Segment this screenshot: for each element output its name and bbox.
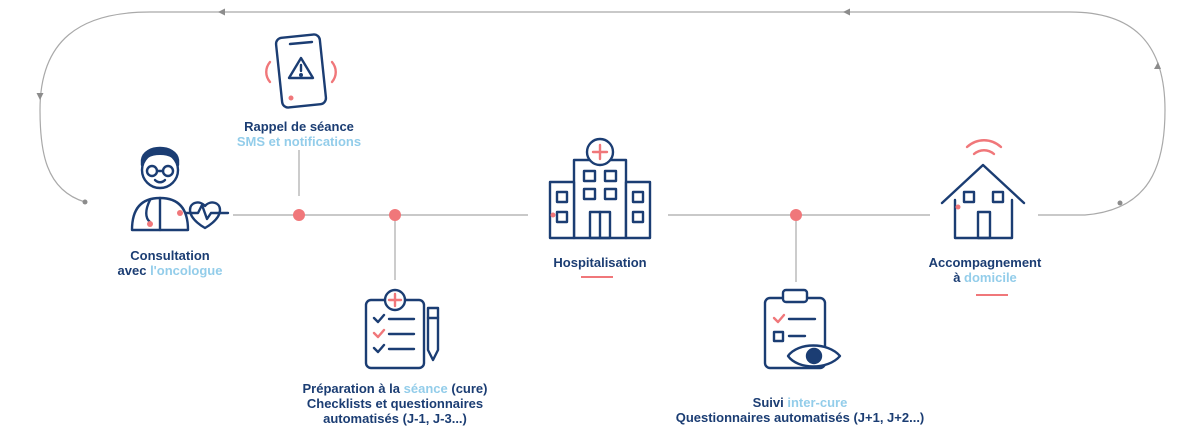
dot-preparation [389,209,401,221]
loop-end-dot-right [1117,200,1123,206]
loop-end-dot-left [82,199,88,205]
domicile-highlight: domicile [964,270,1017,285]
arrow-top-right [843,8,850,16]
preparation-line3: automatisés (J-1, J-3...) [323,411,467,426]
suivi-highlight: inter-cure [787,395,848,410]
oncologist-doctor-icon [130,146,230,232]
domicile-underline [976,294,1008,296]
label-preparation: Préparation à la séance (cure) Checklist… [280,381,510,426]
label-domicile: Accompagnement à domicile [910,255,1060,285]
consultation-prefix: avec [117,263,147,278]
dot-suivi [790,209,802,221]
clipboard-eye-icon [763,288,842,370]
arrow-right-up [1154,62,1161,69]
loop-top-path [39,11,1166,216]
suivi-title: Suivi inter-cure [660,395,940,410]
label-consultation: Consultation avec l'oncologue [100,248,240,278]
arrow-top-left [218,8,225,16]
clipboard-checklist-icon [364,288,440,370]
consultation-title: Consultation [130,248,210,263]
preparation-prefix: Préparation à la [302,381,401,396]
cycle-loop [39,11,1166,216]
arrow-left-down [36,93,44,100]
label-rappel: Rappel de séance SMS et notifications [214,119,384,149]
hospital-building-icon [548,137,652,240]
hospitalisation-underline [581,276,613,278]
home-wifi-icon [940,139,1026,240]
hospitalisation-title: Hospitalisation [553,255,647,270]
rappel-title: Rappel de séance [244,119,354,134]
smartphone-alert-icon [265,33,337,109]
domicile-subtitle: à domicile [910,270,1060,285]
preparation-line2: Checklists et questionnaires [306,396,484,411]
preparation-highlight: séance [403,381,448,396]
dot-rappel [293,209,305,221]
suivi-line2: Questionnaires automatisés (J+1, J+2...) [675,410,925,425]
preparation-suffix: (cure) [451,381,488,396]
domicile-title: Accompagnement [928,255,1042,270]
preparation-title: Préparation à la séance (cure) [280,381,510,396]
suivi-prefix: Suivi [752,395,784,410]
label-hospitalisation: Hospitalisation [530,255,670,270]
consultation-highlight: l'oncologue [150,263,223,278]
loop-arrows [36,8,1161,100]
rappel-subtitle: SMS et notifications [236,134,362,149]
timeline-dots [293,209,802,221]
domicile-prefix: à [953,270,961,285]
consultation-subtitle: avec l'oncologue [100,263,240,278]
label-suivi: Suivi inter-cure Questionnaires automati… [660,395,940,425]
